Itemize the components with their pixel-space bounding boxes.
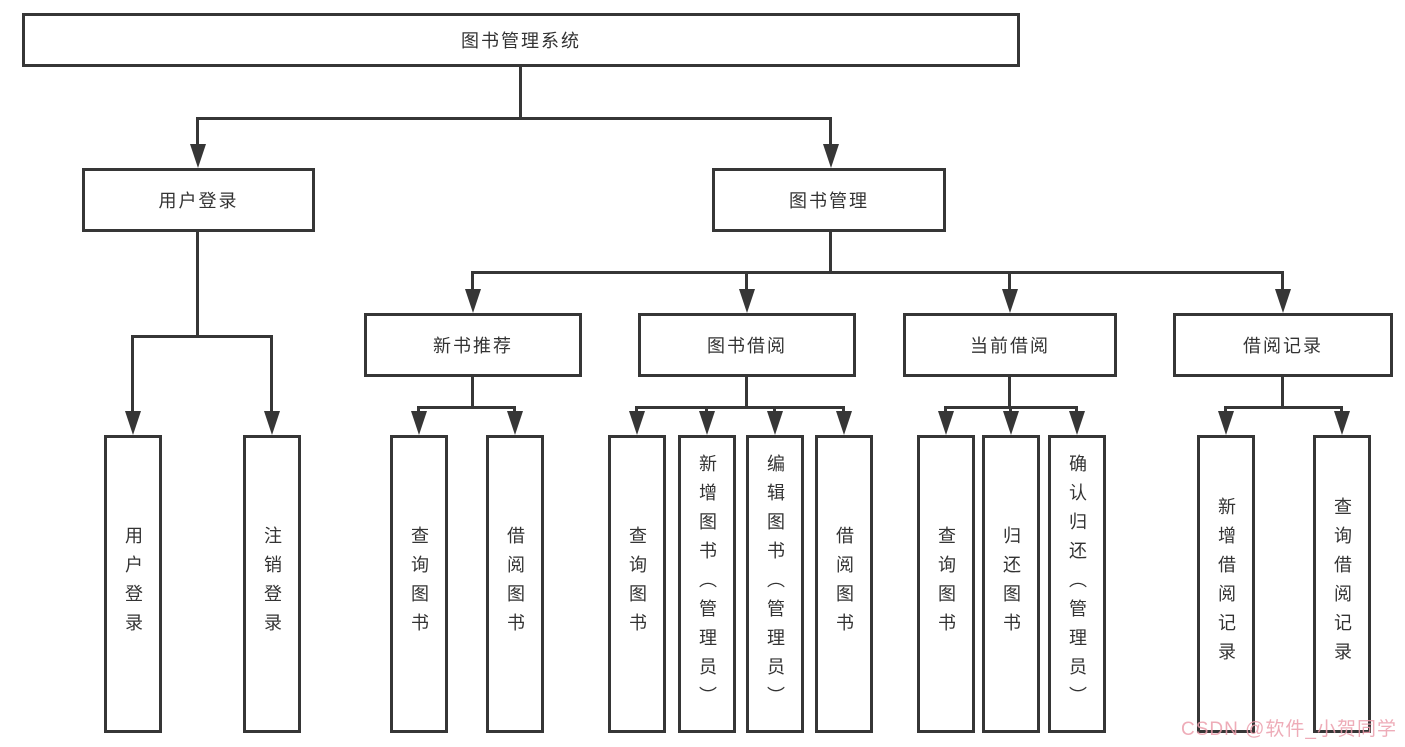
arrow-down-icon xyxy=(1334,411,1350,435)
connector-line xyxy=(1224,406,1227,414)
arrow-down-icon xyxy=(264,411,280,435)
connector-line xyxy=(519,67,522,117)
node-label: 当前借阅 xyxy=(970,336,1050,356)
leaf-query-borrow-record: 查询借阅记录 xyxy=(1313,435,1371,733)
node-label: 确认归还（管理员） xyxy=(1067,453,1087,715)
connector-line xyxy=(1075,406,1078,414)
arrow-down-icon xyxy=(739,289,755,313)
node-label: 查询图书 xyxy=(627,526,647,642)
arrow-down-icon xyxy=(629,411,645,435)
arrow-down-icon xyxy=(465,289,481,313)
node-label: 新书推荐 xyxy=(433,336,513,356)
arrow-down-icon xyxy=(1003,411,1019,435)
leaf-confirm-return-admin: 确认归还（管理员） xyxy=(1048,435,1106,733)
node-user-login: 用户登录 xyxy=(82,168,315,232)
leaf-add-borrow-record: 新增借阅记录 xyxy=(1197,435,1255,733)
node-label: 查询借阅记录 xyxy=(1332,497,1352,671)
arrow-down-icon xyxy=(823,144,839,168)
node-current-borrow: 当前借阅 xyxy=(903,313,1117,377)
node-label: 借阅图书 xyxy=(505,526,525,642)
connector-line xyxy=(131,335,273,338)
connector-line xyxy=(471,377,474,409)
connector-line xyxy=(417,406,516,409)
connector-line xyxy=(842,406,845,414)
node-label: 注销登录 xyxy=(262,526,282,642)
node-label: 用户登录 xyxy=(123,526,143,642)
connector-line xyxy=(829,117,832,147)
node-label: 归还图书 xyxy=(1001,526,1021,642)
node-label: 查询图书 xyxy=(936,526,956,642)
arrow-down-icon xyxy=(1002,289,1018,313)
arrow-down-icon xyxy=(836,411,852,435)
arrow-down-icon xyxy=(1069,411,1085,435)
node-label: 新增借阅记录 xyxy=(1216,497,1236,671)
leaf-query-books-borrow: 查询图书 xyxy=(608,435,666,733)
connector-line xyxy=(131,335,134,413)
leaf-user-login: 用户登录 xyxy=(104,435,162,733)
node-label: 借阅图书 xyxy=(834,526,854,642)
leaf-query-books-current: 查询图书 xyxy=(917,435,975,733)
connector-line xyxy=(471,271,474,291)
node-label: 图书管理系统 xyxy=(461,31,581,51)
csdn-watermark: CSDN @软件_小贺同学 xyxy=(1181,719,1397,740)
node-label: 图书管理 xyxy=(789,191,869,211)
node-label: 编辑图书（管理员） xyxy=(765,453,785,715)
connector-line xyxy=(1008,271,1011,291)
leaf-borrow-books-recommend: 借阅图书 xyxy=(486,435,544,733)
connector-line xyxy=(829,232,832,274)
connector-line xyxy=(745,271,748,291)
node-library-management-system: 图书管理系统 xyxy=(22,13,1020,67)
arrow-down-icon xyxy=(507,411,523,435)
arrow-down-icon xyxy=(699,411,715,435)
arrow-down-icon xyxy=(411,411,427,435)
connector-line xyxy=(773,406,776,414)
node-book-management: 图书管理 xyxy=(712,168,946,232)
node-new-book-recommend: 新书推荐 xyxy=(364,313,582,377)
connector-line xyxy=(705,406,708,414)
connector-line xyxy=(635,406,638,414)
connector-line xyxy=(196,117,832,120)
connector-line xyxy=(1009,406,1012,414)
connector-line xyxy=(513,406,516,414)
node-label: 用户登录 xyxy=(158,191,239,211)
connector-line xyxy=(270,335,273,413)
arrow-down-icon xyxy=(1275,289,1291,313)
connector-line xyxy=(196,117,199,147)
connector-line xyxy=(635,406,845,409)
connector-line xyxy=(745,377,748,409)
node-borrow-records: 借阅记录 xyxy=(1173,313,1393,377)
leaf-add-book-admin: 新增图书（管理员） xyxy=(678,435,736,733)
node-book-borrow: 图书借阅 xyxy=(638,313,856,377)
node-label: 新增图书（管理员） xyxy=(697,453,717,715)
node-label: 查询图书 xyxy=(409,526,429,642)
connector-line xyxy=(471,271,1284,274)
arrow-down-icon xyxy=(190,144,206,168)
leaf-query-books-recommend: 查询图书 xyxy=(390,435,448,733)
connector-line xyxy=(1281,271,1284,291)
arrow-down-icon xyxy=(767,411,783,435)
arrow-down-icon xyxy=(125,411,141,435)
connector-line xyxy=(196,232,199,338)
leaf-edit-book-admin: 编辑图书（管理员） xyxy=(746,435,804,733)
connector-line xyxy=(944,406,947,414)
connector-line xyxy=(1281,377,1284,409)
connector-line xyxy=(1008,377,1011,409)
connector-line xyxy=(1224,406,1343,409)
node-label: 借阅记录 xyxy=(1243,336,1323,356)
leaf-borrow-books: 借阅图书 xyxy=(815,435,873,733)
node-label: 图书借阅 xyxy=(707,336,787,356)
connector-line xyxy=(417,406,420,414)
arrow-down-icon xyxy=(938,411,954,435)
leaf-return-books: 归还图书 xyxy=(982,435,1040,733)
connector-line xyxy=(1340,406,1343,414)
leaf-logout: 注销登录 xyxy=(243,435,301,733)
arrow-down-icon xyxy=(1218,411,1234,435)
